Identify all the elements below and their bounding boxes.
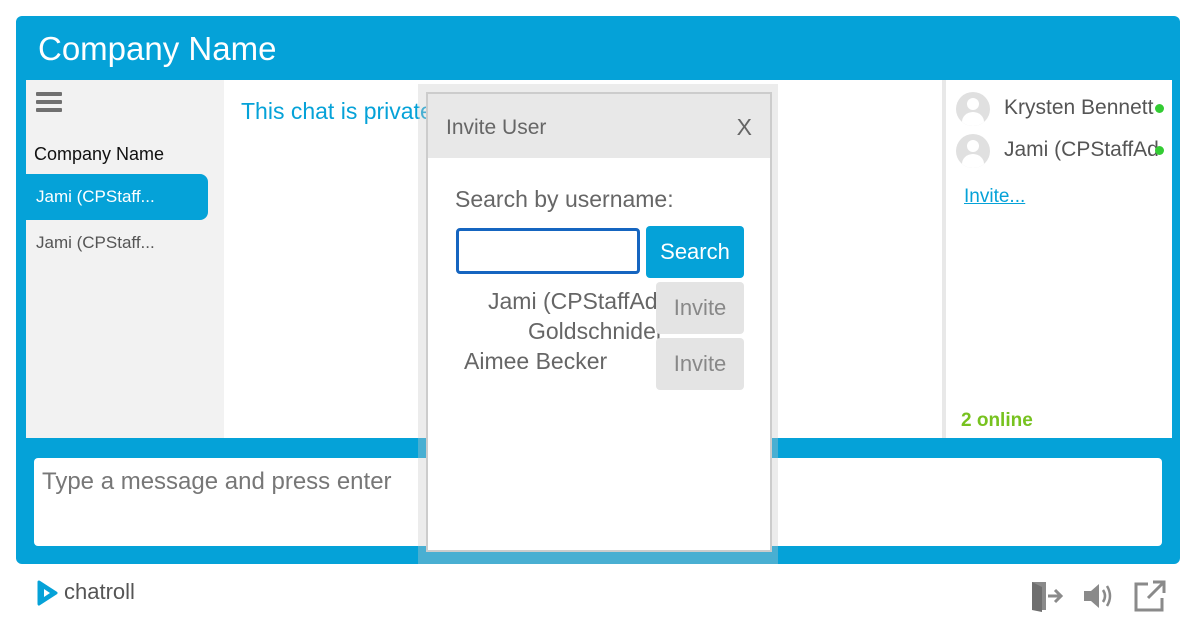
avatar: [956, 92, 990, 126]
hamburger-menu-icon[interactable]: [36, 92, 62, 116]
brand-name: chatroll: [64, 579, 135, 604]
invite-user-modal: Invite User X Search by username: Search…: [426, 92, 772, 552]
volume-icon[interactable]: [1080, 578, 1116, 614]
invite-button[interactable]: Invite: [656, 338, 744, 390]
modal-header: Invite User X: [428, 94, 770, 158]
search-label: Search by username:: [455, 186, 674, 212]
users-panel: Krysten Bennett Jami (CPStaffAdmin) Invi…: [942, 80, 1172, 438]
online-status-dot: [1155, 104, 1164, 113]
room-item[interactable]: Jami (CPStaff...: [36, 233, 155, 252]
close-button[interactable]: X: [736, 114, 752, 140]
user-name: Krysten Bennett: [1004, 96, 1154, 119]
user-name: Jami (CPStaffAdmin): [1004, 138, 1160, 161]
invite-link[interactable]: Invite...: [964, 186, 1026, 207]
rooms-sidebar: Company Name Jami (CPStaff... Jami (CPSt…: [26, 80, 224, 438]
private-chat-notice: This chat is private: [241, 98, 433, 124]
online-count: 2 online: [961, 410, 1033, 431]
search-button[interactable]: Search: [646, 226, 744, 278]
result-name-continued: Goldschnider: [528, 318, 664, 344]
search-result-item: Jami (CPStaffAdmin) Goldschnider: [458, 288, 668, 348]
footer-toolbar: [1028, 578, 1168, 614]
result-name: Aimee Becker: [464, 348, 608, 374]
online-status-dot: [1155, 146, 1164, 155]
page-title: Company Name: [38, 30, 277, 67]
message-input-placeholder: Type a message and press enter: [42, 468, 392, 495]
avatar: [956, 134, 990, 168]
chatroll-logo-icon: [37, 580, 58, 606]
result-name: Jami (CPStaffAdmin): [488, 288, 668, 314]
user-row[interactable]: Jami (CPStaffAdmin): [956, 134, 1166, 170]
modal-title: Invite User: [446, 116, 547, 139]
invite-button[interactable]: Invite: [656, 282, 744, 334]
exit-icon[interactable]: [1028, 578, 1064, 614]
user-row[interactable]: Krysten Bennett: [956, 92, 1166, 128]
room-item-active[interactable]: Jami (CPStaff...: [26, 174, 208, 220]
popout-icon[interactable]: [1132, 578, 1168, 614]
room-name: Company Name: [34, 144, 165, 164]
username-search-input[interactable]: [456, 228, 640, 274]
